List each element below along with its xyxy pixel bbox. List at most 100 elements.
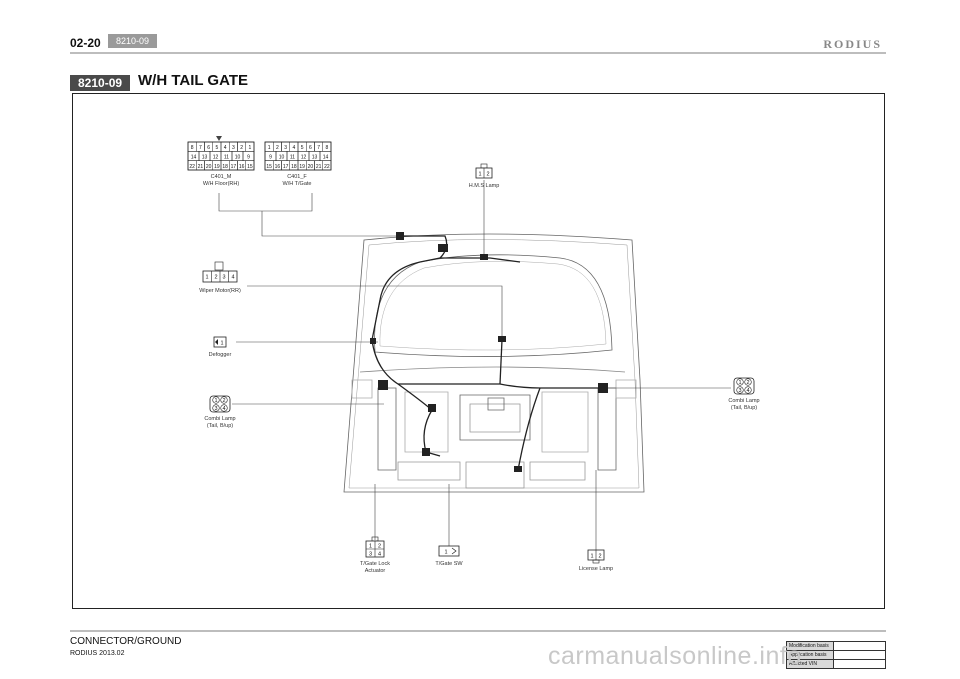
svg-text:3: 3 [369,552,372,558]
svg-text:1: 1 [478,172,481,178]
svg-text:3: 3 [214,406,217,412]
c401m-pin-number: 20 [206,164,212,170]
wiring-harness [371,235,600,471]
combi-lamp-left-desc: (Tail, B/up) [207,423,233,429]
leader-lines [218,180,731,550]
svg-text:1: 1 [369,544,372,550]
combi-lamp-left-label: Combi Lamp [204,416,235,422]
c401f-pin-number: 14 [323,154,329,160]
svg-text:2: 2 [486,172,489,178]
c401f-pin-number: 5 [301,145,304,151]
connector-hms-lamp: 1 2 H.M.S Lamp [469,163,500,189]
c401m-pin-number: 19 [214,164,220,170]
svg-text:3: 3 [738,388,741,394]
c401m-desc: W/H Floor(RH) [203,181,240,187]
section-title: W/H TAIL GATE [138,72,248,89]
c401m-pin-number: 9 [247,154,250,160]
svg-text:1: 1 [220,341,223,347]
c401m-pin-number: 14 [191,154,197,160]
svg-text:4: 4 [378,552,381,558]
connector-combi-lamp-left: 1 2 3 4 Combi Lamp (Tail, B/up) [204,395,236,429]
c401m-pin-number: 22 [189,164,195,170]
section-code-badge: 8210-09 [70,75,131,91]
footer-category: CONNECTOR/GROUND [70,636,182,647]
c401f-desc: W/H T/Gate [283,181,312,187]
c401f-pin-number: 20 [308,164,314,170]
c401f-pin-number: 22 [324,164,330,170]
svg-text:3: 3 [222,275,225,281]
hms-lamp-label: H.M.S Lamp [469,183,500,189]
diagram-frame [72,93,885,609]
c401f-pin-number: 13 [312,154,318,160]
svg-text:1: 1 [590,554,593,560]
svg-text:4: 4 [746,388,749,394]
c401m-pin-number: 1 [248,145,251,151]
wiper-motor-label: Wiper Motor(RR) [199,288,241,294]
c401f-pin-number: 4 [292,145,295,151]
c401m-pin-number: 13 [202,154,208,160]
c401m-pin-number: 7 [199,145,202,151]
svg-text:2: 2 [598,554,601,560]
c401f-pin-number: 12 [301,154,307,160]
watermark: carmanualsonline.info [548,642,802,670]
c401f-pin-number: 18 [291,164,297,170]
c401f-pin-number: 9 [269,154,272,160]
connector-tgate-switch: 1 T/Gate SW [435,545,463,567]
c401f-label: C401_F [287,174,307,180]
c401f-pin-number: 3 [284,145,287,151]
c401f-pin-number: 10 [279,154,285,160]
c401f-pin-number: 19 [299,164,305,170]
brand-logo: RODIUS [823,37,882,51]
c401f-pin-number: 2 [276,145,279,151]
combi-lamp-right-label: Combi Lamp [728,398,759,404]
c401f-pin-number: 17 [283,164,289,170]
c401m-pin-number: 17 [231,164,237,170]
svg-text:2: 2 [214,275,217,281]
c401m-pin-cell [245,160,255,171]
c401f-pin-cell [322,160,332,171]
c401m-pin-number: 4 [224,145,227,151]
modification-table: Modification basis Application basis Aff… [786,641,886,669]
c401m-pin-number: 2 [240,145,243,151]
c401m-label: C401_M [211,174,232,180]
c401m-pin-number: 5 [215,145,218,151]
c401f-pin-number: 16 [275,164,281,170]
svg-text:1: 1 [444,550,447,556]
svg-text:2: 2 [378,544,381,550]
tailgate-outline [343,233,645,493]
c401f-pin-number: 1 [268,145,271,151]
tgate-lock-desc: Actuator [365,568,386,574]
svg-text:2: 2 [746,380,749,386]
header-code-tag: 8210-09 [108,34,158,48]
footer-edition: RODIUS 2013.02 [70,650,125,657]
c401m-pin-number: 15 [247,164,253,170]
c401f-pin-number: 15 [266,164,272,170]
connector-tgate-lock-actuator: 1 2 3 4 T/Gate Lock Actuator [360,536,390,574]
c401f-pin-number: 8 [325,145,328,151]
c401m-pin-number: 21 [198,164,204,170]
tgate-switch-label: T/Gate SW [435,561,463,567]
header-divider [70,52,886,54]
svg-text:4: 4 [222,406,225,412]
connector-combi-lamp-right: 1 2 3 4 Combi Lamp (Tail, B/up) [728,377,760,411]
page-number: 02-20 [70,36,101,50]
connector-defogger: 1 Defogger [209,336,231,358]
c401f-pin-number: 6 [309,145,312,151]
c401f-pin-number: 11 [290,154,295,160]
connector-wiper-motor: 1 2 3 4 Wiper Motor(RR) [199,261,241,294]
footer-divider [70,630,886,632]
harness-connectors [370,232,608,472]
svg-text:1: 1 [205,275,208,281]
c401m-pin-number: 18 [222,164,228,170]
svg-text:1: 1 [738,380,741,386]
c401m-pin-number: 6 [207,145,210,151]
svg-text:4: 4 [231,275,234,281]
license-lamp-label: License Lamp [579,566,613,572]
c401m-pin-number: 12 [213,154,219,160]
c401m-pin-number: 8 [191,145,194,151]
c401f-pin-number: 7 [317,145,320,151]
tgate-lock-label: T/Gate Lock [360,561,390,567]
svg-text:2: 2 [222,398,225,404]
